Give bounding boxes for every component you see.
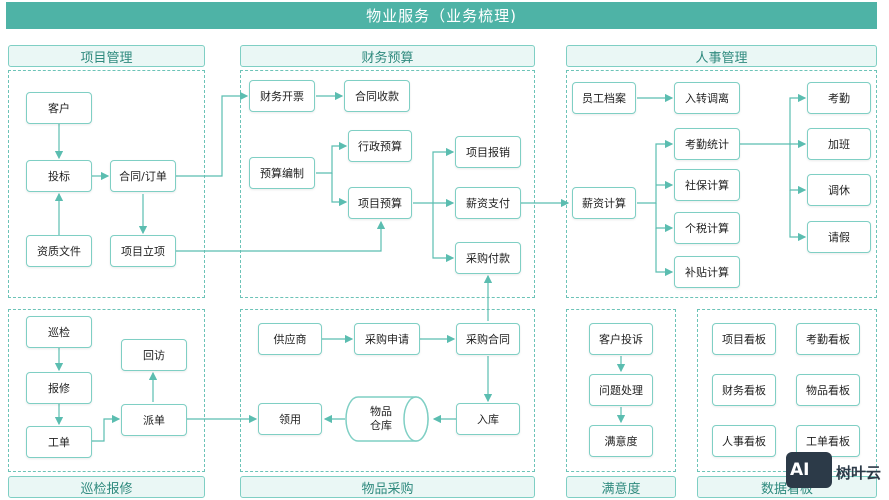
node-baoxiu: 报修	[26, 372, 92, 404]
node-yusuan-bianzhi: 预算编制	[249, 157, 315, 189]
node-rs-kanban: 人事看板	[712, 425, 776, 457]
warehouse-cylinder	[345, 396, 429, 442]
node-caigou-fukuan: 采购付款	[455, 242, 521, 274]
node-xm-kanban: 项目看板	[712, 323, 776, 355]
node-geshui-jisuan: 个税计算	[674, 212, 740, 244]
brand-name: 树叶云	[836, 464, 882, 482]
node-caigou-hetong: 采购合同	[456, 323, 520, 355]
panel-cwys	[240, 70, 535, 298]
node-manyidu: 满意度	[589, 425, 653, 457]
node-kaoqin: 考勤	[807, 82, 871, 114]
node-xiangmu-lixiang: 项目立项	[110, 235, 176, 267]
node-lingyong: 领用	[258, 403, 322, 435]
node-ruzhuan-diaoli: 入转调离	[674, 82, 740, 114]
node-xiangmu-baoxiao: 项目报销	[455, 136, 521, 168]
node-butie-jisuan: 补贴计算	[674, 256, 740, 288]
node-wenti-chuli: 问题处理	[589, 374, 653, 406]
node-cw-kanban: 财务看板	[712, 374, 776, 406]
node-qingjia: 请假	[807, 221, 871, 253]
node-caigou-shenqing: 采购申请	[354, 323, 420, 355]
brand-logo: AI	[786, 452, 832, 488]
node-caiwu-kaipiao: 财务开票	[249, 80, 315, 112]
node-toubiao: 投标	[26, 160, 92, 192]
node-huifang: 回访	[121, 339, 187, 371]
page-title: 物业服务（业务梳理)	[6, 2, 877, 29]
node-kq-kanban: 考勤看板	[796, 323, 860, 355]
section-header-wpcg: 物品采购	[240, 476, 535, 498]
node-tiaoxiu: 调休	[807, 174, 871, 206]
brand-logo-text: AI	[790, 460, 810, 480]
node-wupin-cangku: 物品 仓库	[352, 404, 410, 434]
node-jiaban: 加班	[807, 128, 871, 160]
node-xinzi-jisuan: 薪资计算	[572, 187, 636, 219]
section-header-cwys: 财务预算	[240, 45, 535, 67]
panel-wpcg	[240, 309, 535, 472]
panel-rsgl	[566, 70, 877, 298]
node-kehu: 客户	[26, 92, 92, 124]
panel-xjbx	[8, 309, 205, 472]
node-xunjian: 巡检	[26, 316, 92, 348]
node-wp-kanban: 物品看板	[796, 374, 860, 406]
node-kaoqin-tongji: 考勤统计	[674, 128, 740, 160]
section-header-rsgl: 人事管理	[566, 45, 877, 67]
node-xinzi-zhifu: 薪资支付	[455, 187, 521, 219]
node-kehu-tousu: 客户投诉	[589, 323, 653, 355]
node-hetong-shoukuan: 合同收款	[344, 80, 410, 112]
node-gd-kanban: 工单看板	[796, 425, 860, 457]
node-xiangmu-yusuan: 项目预算	[348, 187, 412, 219]
node-yuangong-dangan: 员工档案	[572, 82, 636, 114]
node-paidan: 派单	[121, 404, 187, 436]
node-gongyingshang: 供应商	[258, 323, 322, 355]
node-ruku: 入库	[456, 403, 520, 435]
node-hetong-dingdan: 合同/订单	[110, 160, 176, 192]
node-xingzheng-yusuan: 行政预算	[348, 130, 412, 162]
cangku-label-line1: 物品	[370, 405, 392, 418]
panel-xmgl	[8, 70, 205, 298]
section-header-xmgl: 项目管理	[8, 45, 205, 67]
node-gongdan: 工单	[26, 426, 92, 458]
cangku-label-line2: 仓库	[370, 419, 392, 432]
panel-myd	[566, 309, 676, 472]
node-shebao-jisuan: 社保计算	[674, 169, 740, 201]
section-header-xjbx: 巡检报修	[8, 476, 205, 498]
node-zizhi: 资质文件	[26, 235, 92, 267]
section-header-myd: 满意度	[566, 476, 676, 498]
